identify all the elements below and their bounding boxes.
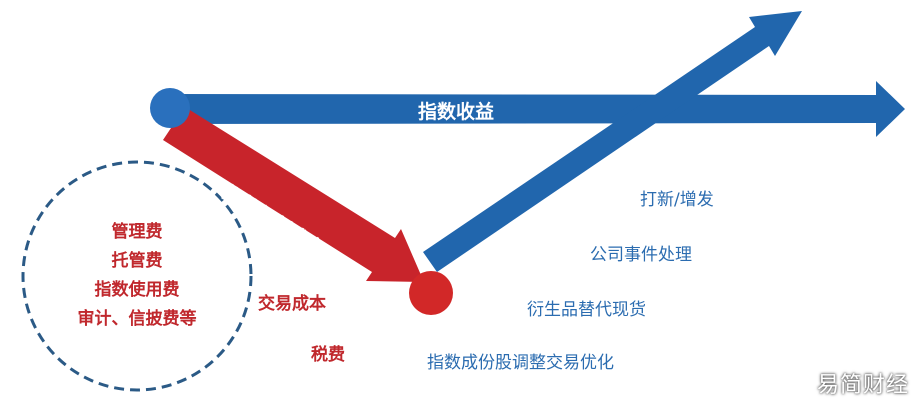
- benefit-ipo-placement: 打新/增发: [640, 190, 714, 210]
- index-return-label: 指数收益: [418, 101, 495, 123]
- benefit-derivatives-substitution: 衍生品替代现货: [527, 300, 646, 320]
- fee-audit-disclosure: 审计、信披费等: [77, 309, 197, 329]
- fee-index-license: 指数使用费: [94, 280, 180, 300]
- benefit-constituent-adjustment: 指数成份股调整交易优化: [427, 353, 614, 373]
- fee-management: 管理费: [111, 222, 163, 242]
- watermark: 易简财经: [816, 373, 909, 398]
- fees-dashed-circle: [21, 160, 253, 392]
- fee-custody: 托管费: [111, 251, 163, 271]
- cost-tax: 税费: [311, 345, 345, 365]
- start-dot: [150, 88, 190, 128]
- benefit-corporate-events: 公司事件处理: [590, 245, 692, 265]
- pivot-dot: [409, 271, 453, 315]
- index-return-arrow: [170, 81, 905, 137]
- cost-trading: 交易成本: [258, 294, 326, 314]
- refined-management-arrow: [423, 11, 802, 272]
- replication-cost-arrow: [163, 107, 424, 282]
